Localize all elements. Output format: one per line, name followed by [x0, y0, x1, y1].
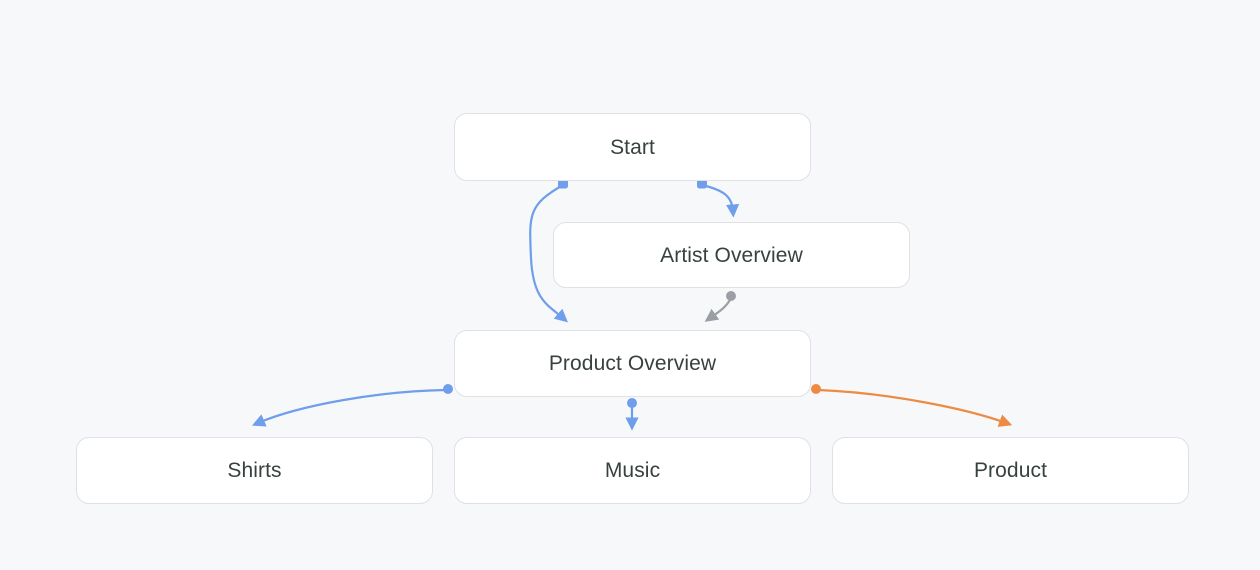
edge-path: [251, 388, 448, 427]
node-label-shirts: Shirts: [227, 459, 282, 482]
edge-path: [704, 296, 733, 322]
edge-artist-overview-to-product-overview[interactable]: [704, 291, 736, 322]
edge-product-overview-to-music[interactable]: [625, 398, 639, 431]
edge-source-handle[interactable]: [811, 384, 821, 394]
edge-source-handle[interactable]: [627, 398, 637, 408]
node-artist-overview[interactable]: Artist Overview: [553, 222, 910, 288]
node-label-artist-overview: Artist Overview: [660, 243, 803, 267]
node-start[interactable]: Start: [454, 113, 811, 181]
edge-start-to-artist-overview[interactable]: [697, 179, 740, 218]
node-product[interactable]: Product: [832, 437, 1189, 504]
edge-source-handle[interactable]: [726, 291, 736, 301]
edge-product-overview-to-product[interactable]: [811, 384, 1013, 427]
node-label-start: Start: [610, 135, 655, 159]
node-label-music: Music: [604, 459, 661, 482]
node-music[interactable]: Music: [454, 437, 811, 504]
edge-path: [817, 388, 1013, 427]
node-shirts[interactable]: Shirts: [76, 437, 433, 504]
node-product-overview[interactable]: Product Overview: [454, 330, 811, 397]
edge-path: [700, 183, 740, 218]
node-label-product-overview: Product Overview: [548, 352, 717, 375]
node-label-product: Product: [973, 459, 1048, 482]
edge-source-handle[interactable]: [443, 384, 453, 394]
edge-product-overview-to-shirts[interactable]: [251, 384, 453, 427]
